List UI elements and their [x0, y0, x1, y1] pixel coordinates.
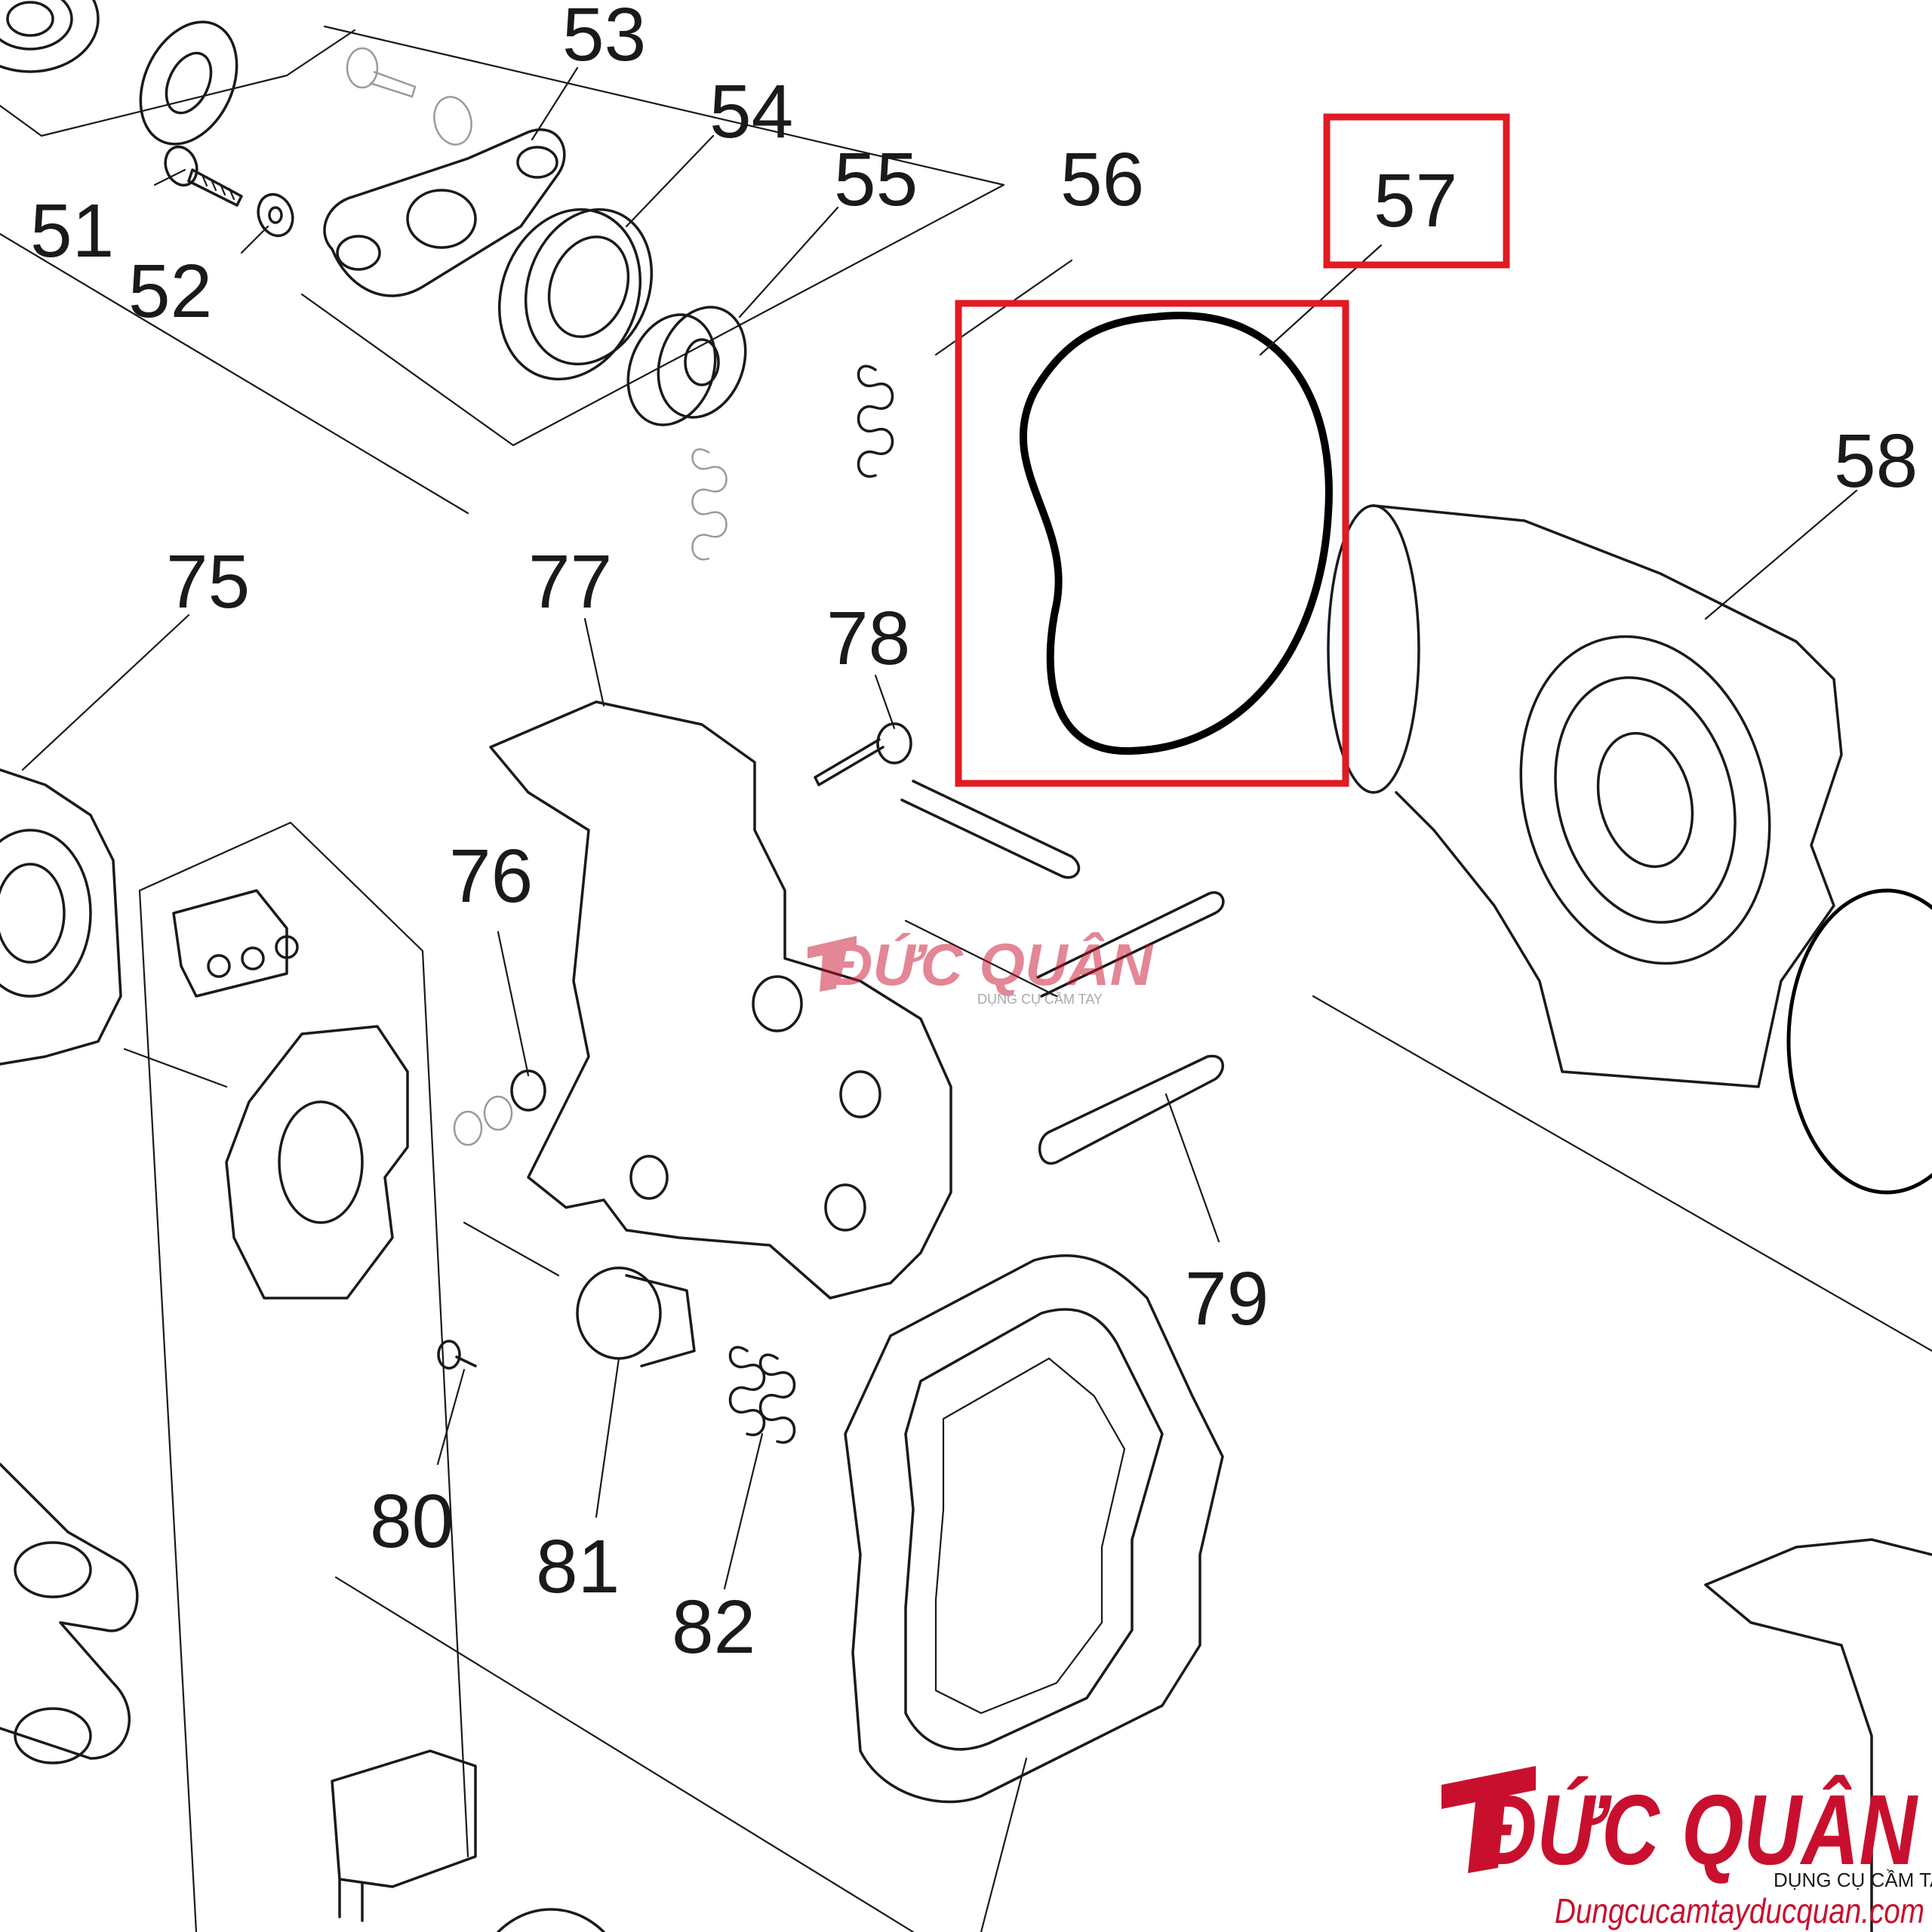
- part-grey-screw: [346, 47, 472, 146]
- center-watermark: ĐỨC QUÂN DỤNG CỤ CẦM TAY: [808, 931, 1154, 1007]
- part-top-left-gear: [0, 0, 100, 73]
- part-57-o-ring: [1019, 312, 1333, 755]
- brand-name: ĐỨC QUÂN: [1479, 1774, 1918, 1885]
- part-label-53: 53: [562, 0, 646, 77]
- brand-tagline: DỤNG CỤ CẦM TAY: [1774, 1869, 1932, 1891]
- part-label-80: 80: [370, 1479, 454, 1564]
- part-label-56: 56: [1060, 137, 1144, 222]
- part-label-55: 55: [834, 137, 918, 222]
- part-label-58: 58: [1834, 419, 1918, 503]
- part-frame-gasket: [844, 1254, 1224, 1804]
- part-label-79: 79: [1185, 1257, 1269, 1341]
- drill-logo-icon: [1441, 1766, 1536, 1873]
- part-label-81: 81: [536, 1524, 620, 1609]
- part-76-screws: [453, 1069, 546, 1146]
- part-bottom-switch: [331, 1749, 477, 1922]
- highlight-box-label-57: [1323, 113, 1510, 269]
- part-number-labels: 51 52 53 54 55 56 57 58 75 76 77 78 79 8…: [30, 0, 1918, 1669]
- part-label-57: 57: [1374, 158, 1457, 243]
- part-label-51: 51: [30, 189, 114, 273]
- highlight-boxes: [955, 113, 1510, 787]
- part-58-housing: [1327, 504, 1932, 1195]
- part-51-screw: [164, 145, 243, 207]
- part-label-76: 76: [449, 834, 533, 918]
- part-80-screw: [437, 1340, 477, 1370]
- part-bottom-fragment: [497, 1908, 605, 1932]
- part-bottom-left-bracket: [0, 1463, 139, 1764]
- part-label-52: 52: [128, 249, 212, 334]
- part-55-bearing: [626, 306, 747, 426]
- brand-website: Dungcucamtayducquan.com: [1555, 1891, 1924, 1930]
- part-label-77: 77: [528, 540, 612, 624]
- part-82-spring: [728, 1346, 796, 1444]
- part-54-bearing: [497, 208, 654, 381]
- leader-lines: [21, 66, 1858, 1932]
- part-pins: [900, 780, 1225, 998]
- part-75-stator: [0, 768, 122, 1066]
- part-connector-top: [172, 889, 299, 998]
- drill-icon: [808, 936, 857, 992]
- part-label-54: 54: [709, 69, 793, 154]
- brand-logo: ĐỨC QUÂN DỤNG CỤ CẦM TAY Dungcucamtayduc…: [1441, 1766, 1932, 1930]
- part-label-82: 82: [672, 1585, 755, 1669]
- part-label-78: 78: [826, 596, 910, 681]
- part-81-gear: [576, 1266, 696, 1367]
- part-77-motor-housing: [489, 700, 952, 1300]
- part-53-plate: [323, 128, 566, 297]
- center-watermark-tagline: DỤNG CỤ CẦM TAY: [977, 991, 1103, 1007]
- highlight-box-part-57: [955, 300, 1349, 787]
- assembly-boundary-lines: [0, 25, 1932, 1932]
- part-79-pin: [1038, 1054, 1224, 1165]
- part-bottom-right-handle: [1704, 1538, 1932, 1932]
- part-78-screw: [814, 722, 912, 786]
- part-sensor-board: [225, 1025, 409, 1300]
- part-52-washer: [257, 192, 294, 238]
- part-label-75: 75: [166, 540, 250, 624]
- center-watermark-brand: ĐỨC QUÂN: [830, 931, 1154, 998]
- part-56-spring: [691, 365, 894, 561]
- part-washer-top: [139, 20, 238, 146]
